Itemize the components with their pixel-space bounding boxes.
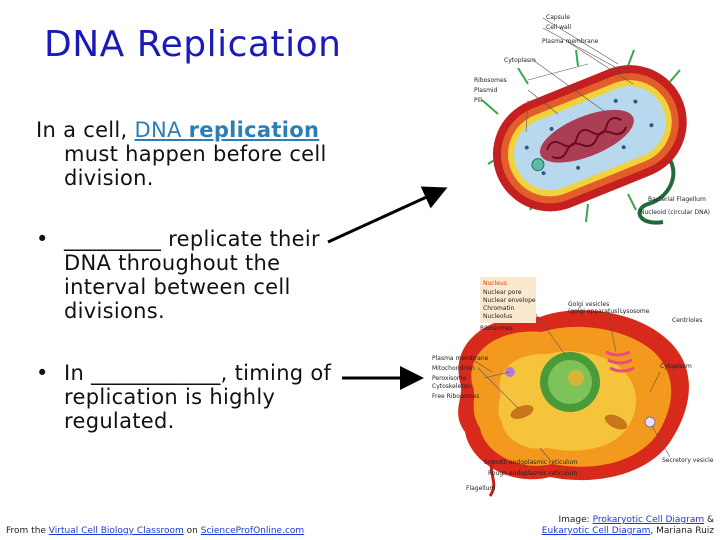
bullet-1: • _________ replicate their DNA througho… <box>36 227 356 323</box>
prokaryotic-cell-diagram: Capsule Cell wall Plasma membrane Cytopl… <box>474 14 710 225</box>
label-smooth-er: Smooth endoplasmic reticulum <box>484 459 578 466</box>
arrow-to-prokaryote <box>327 186 448 244</box>
label-ribosomes: Ribosomes <box>480 325 513 332</box>
bullet-2: • In ____________, timing of replication… <box>36 361 356 433</box>
prokaryotic-diagram-link[interactable]: Prokaryotic Cell Diagram <box>592 515 705 525</box>
label-cytoplasm: Cytoplasm <box>504 57 536 64</box>
bullet-dot: • <box>36 227 49 251</box>
secretory-vesicle-shape <box>644 416 656 428</box>
link-word-replication: replication <box>188 118 320 142</box>
label-rough-er: Rough endoplasmic reticulum <box>488 470 577 477</box>
label-plasma-membrane: Plasma membrane <box>432 355 489 362</box>
intro-paragraph: In a cell, DNA replication must happen b… <box>36 118 356 190</box>
slide-title: DNA Replication <box>44 24 342 65</box>
label-mitochondrion: Mitochondrion <box>432 365 475 372</box>
footer-prefix: From the <box>6 526 49 536</box>
label-chromatin: Chromatin <box>483 305 515 312</box>
label-flagellum: Flagellum <box>466 485 495 492</box>
label-pili: Pili <box>474 97 483 104</box>
footer-source: From the Virtual Cell Biology Classroom … <box>6 526 304 536</box>
virtual-cell-classroom-link[interactable]: Virtual Cell Biology Classroom <box>48 526 184 536</box>
label-cytoplasm: Cytoplasm <box>660 363 692 370</box>
footer-mid: on <box>183 526 201 536</box>
label-capsule: Capsule <box>546 14 570 21</box>
intro-prefix: In a cell, <box>36 118 135 142</box>
bullet-1-text: _________ replicate their DNA throughout… <box>64 227 320 323</box>
label-peroxisome: Peroxisome <box>432 375 467 382</box>
bullet-2-text: In ____________, timing of replication i… <box>64 361 332 433</box>
label-free-ribosomes: Free Ribosomes <box>432 393 479 400</box>
link-word-dna: DNA <box>134 118 189 142</box>
label-nuclear-pore: Nuclear pore <box>483 289 522 296</box>
scienceprofonline-link[interactable]: ScienceProfOnline.com <box>200 526 305 536</box>
credit-amp: & <box>704 515 714 525</box>
credit-prefix: Image: <box>558 515 593 525</box>
eukaryotic-diagram-link[interactable]: Eukaryotic Cell Diagram <box>541 526 651 536</box>
label-plasmid: Plasmid <box>474 87 498 94</box>
label-bacterial-flagellum: Bacterial Flagellum <box>648 196 706 203</box>
dna-replication-link[interactable]: DNA replication <box>135 118 320 142</box>
label-nucleus: Nucleus <box>483 280 507 287</box>
nucleus-label-box <box>480 277 536 323</box>
label-golgi-apparatus: (golgi apparatus) <box>568 308 620 315</box>
bacterium-body <box>492 65 687 212</box>
eukaryotic-cell-diagram: Nucleus Nuclear pore Nuclear envelope Ch… <box>432 277 714 497</box>
intro-line-2: must happen before cell <box>64 142 327 166</box>
mitochondrion-shape <box>510 405 534 419</box>
label-nucleoid: Nucleoid (circular DNA) <box>640 209 710 216</box>
flagellum-shape <box>488 459 496 497</box>
label-secretory-vesicle: Secretory vesicle <box>662 457 714 464</box>
label-centrioles: Centrioles <box>672 317 702 324</box>
label-cytoskeleton: Cytoskeleton <box>432 383 471 390</box>
golgi-shape <box>605 350 635 373</box>
label-lysosome: Lysosome <box>620 308 650 315</box>
pointer-arrows <box>327 186 448 390</box>
label-ribosomes: Ribosomes <box>474 77 507 84</box>
nucleolus-shape <box>568 370 584 386</box>
footer-image-credit: Image: Prokaryotic Cell Diagram & Eukary… <box>542 515 714 537</box>
label-golgi: Golgi vesicles <box>568 301 609 308</box>
label-leaders <box>525 17 634 133</box>
bullet-dot: • <box>36 361 49 385</box>
label-nucleolus: Nucleolus <box>483 313 512 320</box>
label-nuclear-envelope: Nuclear envelope <box>483 297 536 304</box>
flagellum-shape <box>637 152 676 225</box>
label-plasma-membrane: Plasma membrane <box>542 38 599 45</box>
label-cell-wall: Cell wall <box>546 24 571 31</box>
intro-line-3: division. <box>64 166 154 190</box>
credit-author: , Mariana Ruiz <box>650 526 714 536</box>
